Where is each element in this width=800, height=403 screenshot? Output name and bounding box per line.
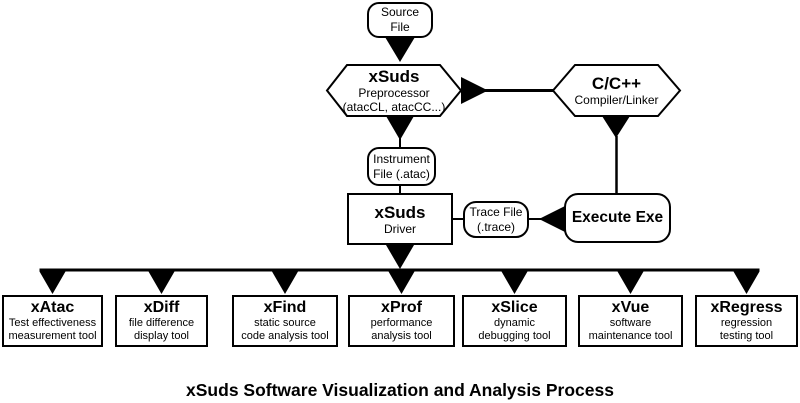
tool-desc-line1: dynamic: [494, 316, 535, 329]
tool-desc-line2: code analysis tool: [241, 330, 329, 342]
tool-desc-line2: display tool: [133, 330, 190, 342]
compiler-role: Compiler/Linker: [574, 92, 659, 107]
tool-desc-line1: regression: [720, 316, 773, 329]
trace-file-line2: (.trace): [476, 219, 515, 234]
arrow-bus-to-xfind: [272, 271, 298, 294]
node-compiler: C/C++ Compiler/Linker: [553, 64, 680, 116]
preprocessor-detail: (atacCL, atacCC...): [342, 99, 446, 114]
node-source-file: Source File: [367, 2, 433, 38]
tool-desc-line2: debugging tool: [478, 330, 551, 342]
tool-box-xregress: xRegress regression testing tool: [695, 295, 798, 347]
compiler-name: C/C++: [591, 73, 642, 93]
arrow-bus-to-xdiff: [148, 271, 175, 294]
execute-exe-label: Execute Exe: [571, 209, 664, 226]
node-preprocessor: xSuds Preprocessor (atacCL, atacCC...): [327, 64, 461, 116]
tool-box-xslice: xSlice dynamic debugging tool: [462, 295, 567, 347]
arrow-execute-to-trace: [539, 206, 565, 232]
driver-name: xSuds: [374, 202, 426, 222]
tool-box-xvue: xVue software maintenance tool: [578, 295, 683, 347]
driver-role: Driver: [384, 221, 416, 236]
arrow-bus-to-xslice: [501, 271, 528, 294]
source-file-line1: Source: [380, 5, 420, 19]
tool-box-xatac: xAtac Test effectiveness measurement too…: [2, 295, 103, 347]
tool-desc-line1: software: [609, 316, 652, 329]
source-file-line2: File: [390, 20, 410, 34]
instrument-file-line2: File (.atac): [373, 166, 430, 181]
arrow-driver-to-bus: [386, 245, 414, 269]
tool-name: xAtac: [30, 298, 75, 316]
arrow-bus-to-xvue: [617, 271, 644, 294]
tool-desc-line1: performance: [370, 316, 433, 329]
tool-name: xProf: [381, 298, 422, 316]
tool-desc-line2: testing tool: [719, 330, 774, 342]
arrow-compiler-down: [602, 116, 630, 138]
tool-desc-line1: Test effectiveness: [8, 316, 97, 329]
compiler-hexagon: [551, 64, 682, 117]
tool-name: xDiff: [143, 298, 180, 316]
arrow-preprocessor-to-instrument: [386, 116, 414, 140]
preprocessor-role: Preprocessor: [358, 85, 430, 100]
tool-name: xFind: [263, 298, 307, 316]
node-trace-file: Trace File (.trace): [463, 201, 529, 238]
diagram-title: xSuds Software Visualization and Analysi…: [186, 380, 614, 400]
tool-box-xdiff: xDiff file difference display tool: [115, 295, 208, 347]
node-driver: xSuds Driver: [347, 193, 453, 245]
tool-name: xVue: [611, 298, 650, 316]
arrow-source-to-preprocessor: [385, 37, 415, 62]
tool-desc-line2: measurement tool: [8, 330, 97, 342]
trace-file-line1: Trace File: [469, 204, 523, 219]
preprocessor-name: xSuds: [368, 66, 420, 86]
tool-box-xprof: xProf performance analysis tool: [348, 295, 455, 347]
tool-name: xSlice: [491, 298, 538, 316]
arrow-bus-to-xatac: [39, 271, 66, 294]
tool-box-xfind: xFind static source code analysis tool: [232, 295, 338, 347]
arrow-bus-to-xprof: [388, 271, 415, 294]
tool-desc-line1: file difference: [128, 316, 195, 329]
arrow-preprocessor-to-compiler: [461, 77, 488, 104]
arrow-bus-to-xregress: [733, 271, 760, 294]
node-execute-exe: Execute Exe: [564, 193, 671, 243]
node-instrument-file: Instrument File (.atac): [367, 147, 436, 186]
tool-name: xRegress: [710, 298, 783, 316]
tool-desc-line2: maintenance tool: [588, 330, 673, 342]
instrument-file-line1: Instrument: [373, 151, 430, 166]
tool-desc-line2: analysis tool: [371, 330, 432, 342]
tool-desc-line1: static source: [254, 316, 316, 329]
